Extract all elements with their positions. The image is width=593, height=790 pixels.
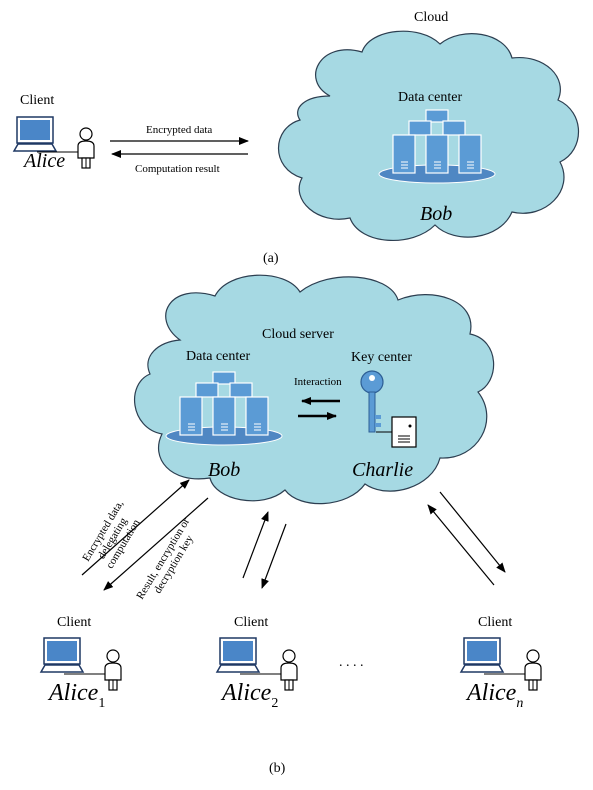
person-icon-n: [524, 649, 542, 691]
alice-n-label: Alicen: [465, 680, 523, 711]
person-icon-1: [104, 649, 122, 691]
encrypted-data-delegating-label: Encrypted data, delegating computation: [80, 498, 143, 571]
alice-1-label: Alice1: [47, 680, 105, 711]
arrow-cloud-to-alicen: [439, 491, 506, 573]
laptop-icon-n: [460, 637, 504, 673]
laptop-icon-1: [40, 637, 84, 673]
interaction-label: Interaction: [294, 376, 342, 388]
client-label-2: Client: [234, 615, 268, 630]
bob-label-b: Bob: [208, 459, 240, 481]
caption-a: (a): [263, 251, 279, 266]
cloud-shape-b: [134, 274, 495, 505]
person-icon-2: [280, 649, 298, 691]
person-icon-a: [77, 127, 95, 169]
client-label-n: Client: [478, 615, 512, 630]
alice-label-a: Alice: [22, 150, 65, 172]
alice-2-label: Alice2: [220, 680, 278, 711]
client-label-a: Client: [20, 93, 54, 108]
computation-result-label: Computation result: [135, 163, 220, 175]
cloud-server-label: Cloud server: [262, 327, 334, 342]
laptop-icon-2: [216, 637, 260, 673]
bob-label-a: Bob: [420, 203, 452, 225]
key-icon: [360, 370, 384, 433]
key-center-label: Key center: [351, 350, 412, 365]
client-label-1: Client: [57, 615, 91, 630]
key-server-icon: [376, 416, 417, 448]
arrow-alice1-to-cloud: [81, 479, 190, 576]
arrow-cloud-to-alice2: [261, 523, 287, 589]
arrow-alicen-to-cloud: [427, 504, 495, 586]
charlie-label: Charlie: [352, 459, 413, 481]
data-center-label-a: Data center: [398, 90, 462, 105]
ellipsis: . . . .: [339, 655, 364, 670]
laptop-icon-a: [13, 116, 57, 152]
result-key-label: Result, encryption or decryption key: [134, 516, 196, 602]
arrow-cloud-to-alice1: [103, 497, 209, 591]
encrypted-data-label: Encrypted data: [146, 124, 212, 136]
caption-b: (b): [269, 761, 286, 776]
data-center-label-b: Data center: [186, 349, 250, 364]
cloud-label: Cloud: [414, 10, 448, 25]
arrow-alice2-to-cloud: [242, 511, 269, 579]
